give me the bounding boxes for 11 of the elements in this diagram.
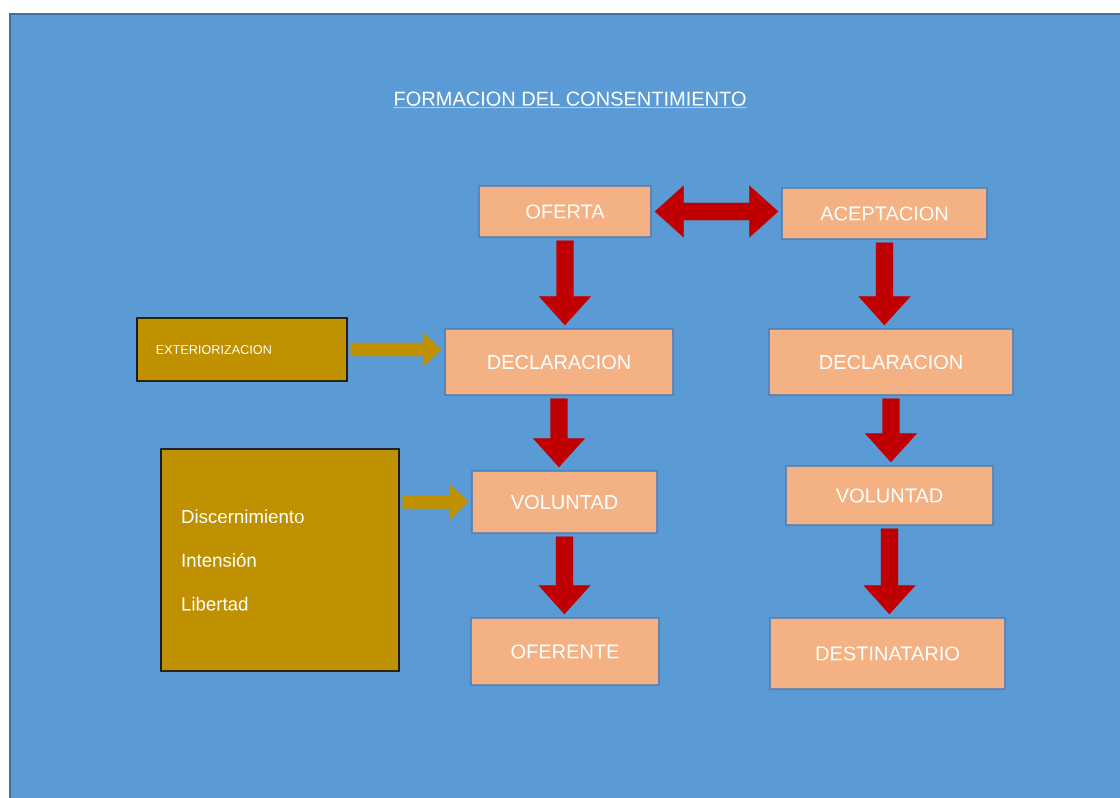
title: FORMACION DEL CONSENTIMIENTO (393, 91, 747, 108)
process-box: DECLARACION (768, 328, 1014, 396)
process-box: OFERTA (478, 185, 652, 238)
list-box: Discernimiento Intensión Libertad (160, 448, 400, 672)
process-box: DECLARACION (444, 328, 674, 396)
process-box: OFERENTE (470, 617, 660, 686)
process-box: VOLUNTAD (785, 465, 994, 526)
process-box: DESTINATARIO (769, 617, 1006, 690)
process-box: ACEPTACION (781, 187, 988, 240)
label-box: EXTERIORIZACION (136, 317, 348, 382)
process-box: VOLUNTAD (471, 470, 658, 534)
